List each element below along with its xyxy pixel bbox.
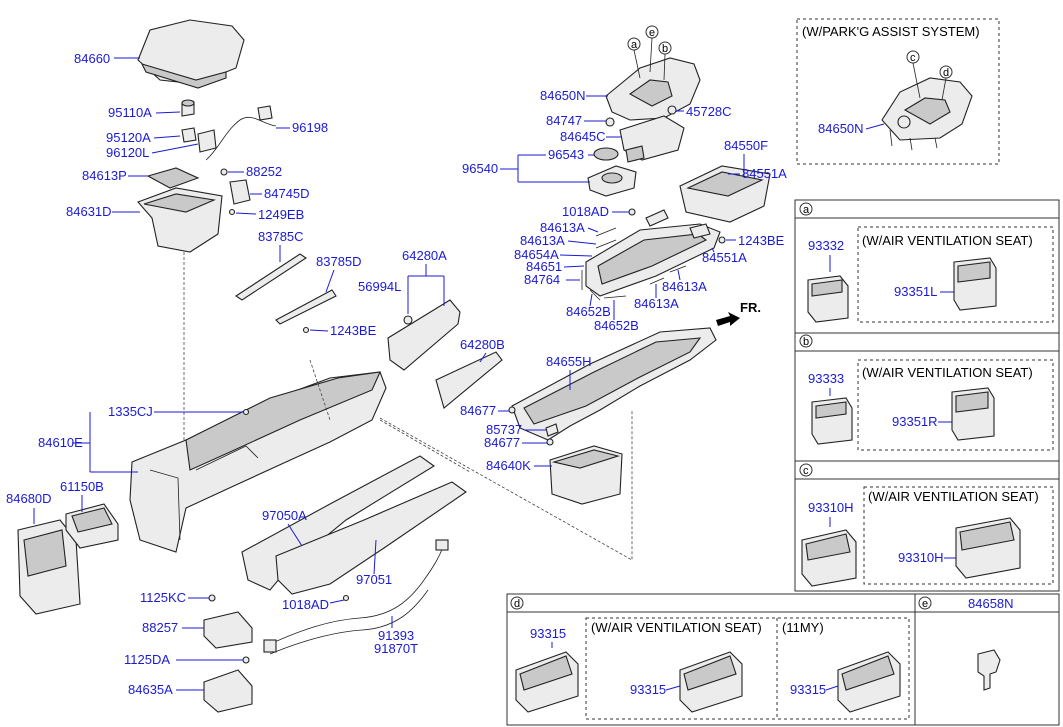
label-84635a: 84635A xyxy=(128,682,173,697)
section-d-my-title: (11MY) xyxy=(782,620,824,635)
label-84631d: 84631D xyxy=(66,204,112,219)
label-64280b: 64280B xyxy=(460,337,505,352)
c-93310h-label-a: 93310H xyxy=(808,500,854,515)
d-93315-label-a: 93315 xyxy=(530,626,566,641)
label-97050a: 97050A xyxy=(262,508,307,523)
d-93315-label-b: 93315 xyxy=(630,682,666,697)
section-e: e 84658N xyxy=(914,593,1060,726)
label-84651: 84651 xyxy=(526,259,562,274)
label-1125kc: 1125KC xyxy=(140,590,186,605)
label-84551a-a: 84551A xyxy=(742,166,787,181)
callout-d-park: d xyxy=(943,67,949,79)
label-1335cj: 1335CJ xyxy=(108,404,153,419)
section-c-vent-title: (W/AIR VENTILATION SEAT) xyxy=(868,489,1039,504)
section-b-vent-title: (W/AIR VENTILATION SEAT) xyxy=(862,365,1033,380)
label-61150b: 61150B xyxy=(60,479,104,494)
label-84650n: 84650N xyxy=(540,88,586,103)
label-1018ad-b: 1018AD xyxy=(562,204,609,219)
label-96198: 96198 xyxy=(292,120,328,135)
b-93351r-label: 93351R xyxy=(892,414,938,429)
label-96540: 96540 xyxy=(462,161,498,176)
label-85737: 85737 xyxy=(486,422,522,437)
section-a-letter: a xyxy=(803,204,810,216)
label-84645c: 84645C xyxy=(560,129,606,144)
callout-b: b xyxy=(662,43,668,55)
section-e-letter: e xyxy=(922,598,928,610)
a-93332-label: 93332 xyxy=(808,238,844,253)
section-a: a (W/AIR VENTILATION SEAT) 93332 93351L xyxy=(794,199,1060,334)
park-assist-title: (W/PARK'G ASSIST SYSTEM) xyxy=(802,24,980,39)
label-1125da: 1125DA xyxy=(124,652,170,667)
d-93315-label-c: 93315 xyxy=(790,682,826,697)
section-d: d (W/AIR VENTILATION SEAT) (11MY) 93315 … xyxy=(506,593,916,726)
front-direction-label: FR. xyxy=(740,300,761,315)
label-84745d: 84745D xyxy=(264,186,310,201)
label-84613a-a: 84613A xyxy=(540,220,585,235)
label-97051: 97051 xyxy=(356,572,392,587)
label-84610e: 84610E xyxy=(38,435,83,450)
label-84652b-b: 84652B xyxy=(594,318,639,333)
label-84747: 84747 xyxy=(546,113,582,128)
a-93351l-label: 93351L xyxy=(894,284,937,299)
label-91393: 91393 xyxy=(378,628,414,643)
label-84677-a: 84677 xyxy=(460,403,496,418)
label-84551a-b: 84551A xyxy=(702,250,747,265)
label-84677-b: 84677 xyxy=(484,435,520,450)
main-console xyxy=(129,252,387,553)
label-1018ad-a: 1018AD xyxy=(282,597,329,612)
section-b-letter: b xyxy=(803,336,809,348)
label-56994l: 56994L xyxy=(358,279,401,294)
label-95110a: 95110A xyxy=(108,105,152,120)
label-96543: 96543 xyxy=(548,147,584,162)
label-1249eb: 1249EB xyxy=(258,207,304,222)
b-93333-label: 93333 xyxy=(808,371,844,386)
label-45728c: 45728C xyxy=(686,104,732,119)
label-95120a: 95120A xyxy=(106,130,151,145)
callout-e: e xyxy=(649,27,655,39)
label-88257: 88257 xyxy=(142,620,178,635)
label-84655h: 84655H xyxy=(546,354,592,369)
callout-a: a xyxy=(631,39,638,51)
section-d-vent-title: (W/AIR VENTILATION SEAT) xyxy=(591,620,762,635)
label-96120l: 96120L xyxy=(106,145,149,160)
section-c-letter: c xyxy=(803,465,809,477)
label-84680d: 84680D xyxy=(6,491,52,506)
label-84764: 84764 xyxy=(524,272,560,287)
label-84654a: 84654A xyxy=(514,247,559,262)
label-84613a-b: 84613A xyxy=(520,233,565,248)
section-d-letter: d xyxy=(514,598,520,610)
label-1243be-a: 1243BE xyxy=(330,323,377,338)
label-84613p: 84613P xyxy=(82,168,127,183)
label-83785d: 83785D xyxy=(316,254,362,269)
label-84652b-a: 84652B xyxy=(566,304,611,319)
park-assist-frame: (W/PARK'G ASSIST SYSTEM) c d 84650N xyxy=(796,18,1000,165)
e-84658n-label: 84658N xyxy=(968,596,1014,611)
label-84613a-c: 84613A xyxy=(662,279,707,294)
callout-c-park: c xyxy=(910,52,916,64)
label-84613a-d: 84613A xyxy=(634,296,679,311)
label-91870t: 91870T xyxy=(374,641,418,656)
label-83785c: 83785C xyxy=(258,229,304,244)
label-84660: 84660 xyxy=(74,51,110,66)
label-64280a: 64280A xyxy=(402,248,447,263)
c-93310h-label-b: 93310H xyxy=(898,550,944,565)
label-1243be-b: 1243BE xyxy=(738,233,785,248)
section-c: c (W/AIR VENTILATION SEAT) 93310H 93310H xyxy=(794,460,1060,592)
label-84640k: 84640K xyxy=(486,458,531,473)
label-84550f: 84550F xyxy=(724,138,768,153)
section-b: b (W/AIR VENTILATION SEAT) 93333 93351R xyxy=(794,332,1060,462)
label-88252: 88252 xyxy=(246,164,282,179)
section-a-vent-title: (W/AIR VENTILATION SEAT) xyxy=(862,233,1033,248)
park-84650n-label: 84650N xyxy=(818,121,864,136)
